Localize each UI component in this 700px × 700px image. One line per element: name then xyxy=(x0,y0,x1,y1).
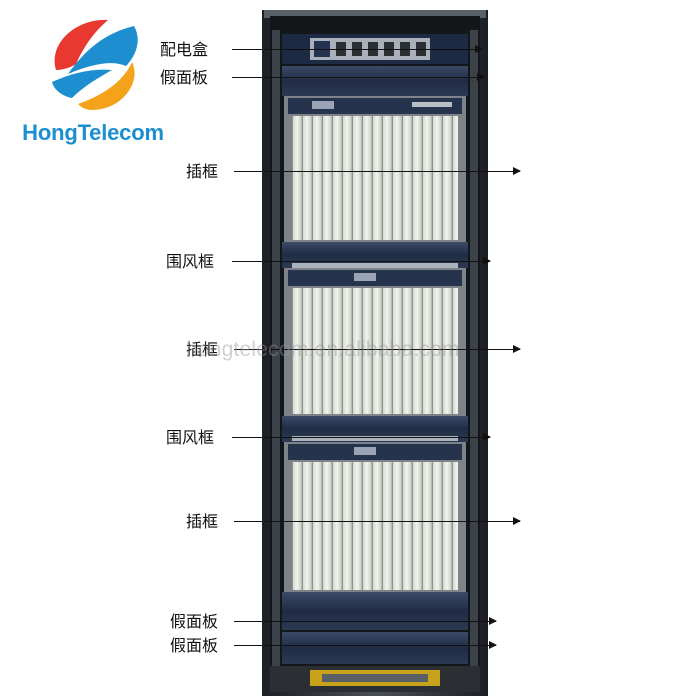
subrack-1 xyxy=(284,96,466,242)
arrow-icon xyxy=(232,433,491,441)
subrack-2 xyxy=(284,268,466,416)
dummy-panel-bottom-2 xyxy=(282,632,468,664)
callout-label: 假面板 xyxy=(160,68,209,87)
arrow-icon xyxy=(234,167,521,175)
arrow-icon xyxy=(232,45,483,53)
callout-label: 围风框 xyxy=(166,428,215,447)
callout-label: 插框 xyxy=(186,340,219,359)
air-deflector-1 xyxy=(282,242,468,268)
logo-text: HongTelecom xyxy=(22,120,164,145)
callout-label: 插框 xyxy=(186,512,219,531)
rack-illustration xyxy=(262,10,488,696)
arrow-icon xyxy=(234,641,497,649)
brand-logo: HongTelecom xyxy=(8,8,178,148)
arrow-icon xyxy=(234,517,521,525)
subrack-3 xyxy=(284,442,466,592)
air-deflector-2 xyxy=(282,416,468,442)
dummy-panel-bottom-1 xyxy=(282,592,468,630)
callout-label: 假面板 xyxy=(170,612,219,631)
callout-label: 围风框 xyxy=(166,252,215,271)
logo-mark-icon xyxy=(52,19,138,110)
arrow-icon xyxy=(234,345,521,353)
callout-label: 插框 xyxy=(186,162,219,181)
callout-label: 配电盒 xyxy=(160,40,209,59)
callout-label: 假面板 xyxy=(170,636,219,655)
arrow-icon xyxy=(232,73,485,81)
arrow-icon xyxy=(234,617,497,625)
equipment-rack xyxy=(262,10,488,696)
dummy-panel-top xyxy=(282,66,468,96)
arrow-icon xyxy=(232,257,491,265)
watermark: hongtelecom.en.alibaba.com xyxy=(186,338,460,361)
